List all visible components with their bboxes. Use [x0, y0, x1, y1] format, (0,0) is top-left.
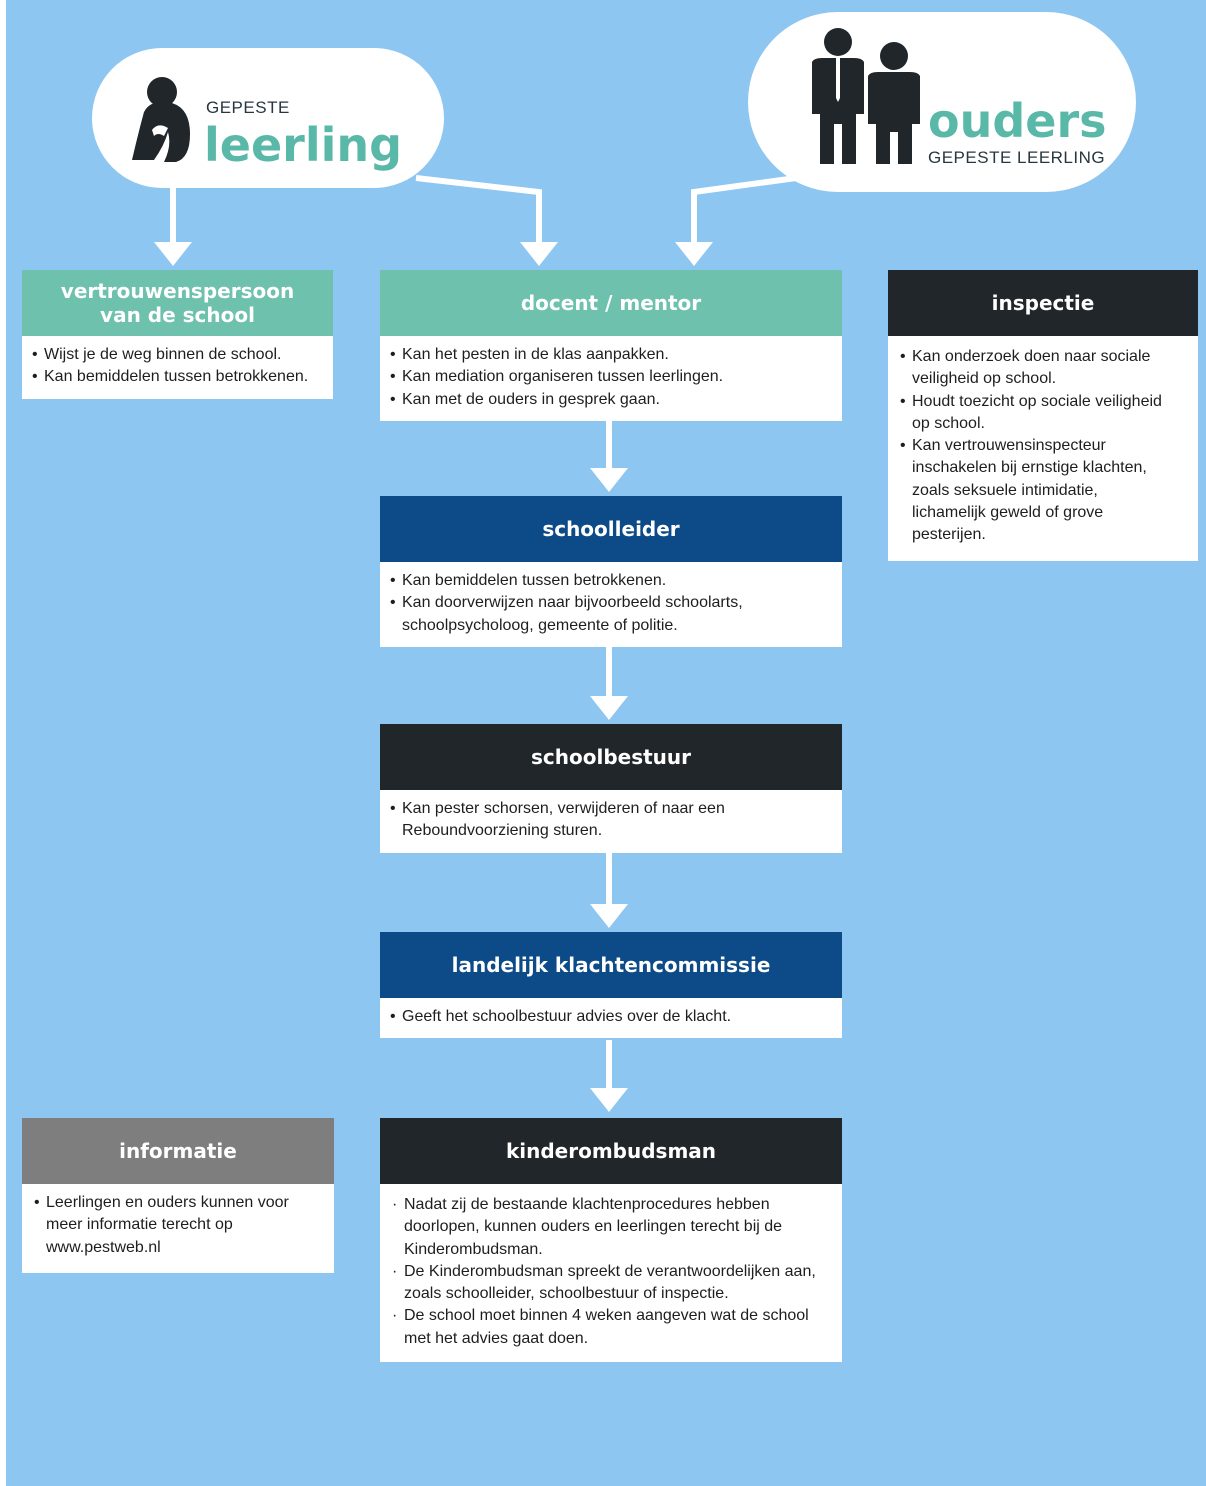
box-inspectie: inspectie Kan onderzoek doen naar social…: [888, 270, 1198, 561]
diagram-canvas: GEPESTE leerling ouders GEPESTE LEERLING…: [6, 0, 1206, 1486]
box-docent-title: docent / mentor: [380, 270, 842, 336]
list-item: De school moet binnen 4 weken aangeven w…: [392, 1305, 830, 1350]
list-item: Kan onderzoek doen naar sociale veilighe…: [900, 346, 1176, 391]
ouders-subtitle: GEPESTE LEERLING: [928, 148, 1106, 167]
leerling-title: leerling: [204, 118, 403, 172]
list-item: Kan mediation organiseren tussen leerlin…: [390, 366, 832, 389]
leerling-bubble: GEPESTE leerling: [92, 48, 444, 188]
ouders-title: ouders: [928, 94, 1107, 148]
list-item: Leerlingen en ouders kunnen voor meer in…: [34, 1192, 322, 1259]
parents-icon: [812, 28, 920, 164]
box-body: Kan onderzoek doen naar sociale veilighe…: [888, 336, 1198, 561]
list-item: Houdt toezicht op sociale veiligheid op …: [900, 391, 1176, 436]
box-schoolbestuur-title: schoolbestuur: [380, 724, 842, 790]
box-schoolleider: schoolleider Kan bemiddelen tussen betro…: [380, 496, 842, 647]
box-klachtencommissie-title: landelijk klachtencommissie: [380, 932, 842, 998]
box-body: Kan bemiddelen tussen betrokkenen. Kan d…: [380, 562, 842, 647]
box-informatie: informatie Leerlingen en ouders kunnen v…: [22, 1118, 334, 1273]
box-kinderombudsman: kinderombudsman Nadat zij de bestaande k…: [380, 1118, 842, 1363]
list-item: Kan pester schorsen, verwijderen of naar…: [390, 798, 832, 843]
box-informatie-title: informatie: [22, 1118, 334, 1184]
list-item: Kan vertrouwensinspecteur inschakelen bi…: [900, 435, 1176, 546]
box-klachtencommissie: landelijk klachtencommissie Geeft het sc…: [380, 932, 842, 1039]
list-item: Geeft het schoolbestuur advies over de k…: [390, 1006, 832, 1029]
connector-arrows: [154, 175, 797, 1112]
list-item: Wijst je de weg binnen de school.: [32, 344, 323, 367]
leerling-kicker: GEPESTE: [206, 98, 290, 117]
box-inspectie-title: inspectie: [888, 270, 1198, 336]
list-item: De Kinderombudsman spreekt de verantwoor…: [392, 1261, 830, 1306]
box-kinderombudsman-title: kinderombudsman: [380, 1118, 842, 1184]
box-body: Wijst je de weg binnen de school. Kan be…: [22, 336, 333, 399]
list-item: Kan doorverwijzen naar bijvoorbeeld scho…: [390, 592, 832, 637]
ouders-bubble: ouders GEPESTE LEERLING: [748, 12, 1136, 192]
title-line: vertrouwenspersoon: [60, 279, 295, 303]
box-body: Kan het pesten in de klas aanpakken. Kan…: [380, 336, 842, 421]
box-body: Leerlingen en ouders kunnen voor meer in…: [22, 1184, 334, 1273]
box-body: Nadat zij de bestaande klachtenprocedure…: [380, 1184, 842, 1363]
list-item: Kan bemiddelen tussen betrokkenen.: [390, 570, 832, 593]
list-item: Nadat zij de bestaande klachtenprocedure…: [392, 1194, 830, 1261]
box-schoolleider-title: schoolleider: [380, 496, 842, 562]
box-docent-mentor: docent / mentor Kan het pesten in de kla…: [380, 270, 842, 421]
sad-student-icon: [132, 77, 190, 162]
box-body: Kan pester schorsen, verwijderen of naar…: [380, 790, 842, 853]
list-item: Kan met de ouders in gesprek gaan.: [390, 389, 832, 412]
arrow-leerling-docent: [415, 175, 542, 244]
box-schoolbestuur: schoolbestuur Kan pester schorsen, verwi…: [380, 724, 842, 853]
title-line: van de school: [100, 303, 255, 327]
list-item: Kan bemiddelen tussen betrokkenen.: [32, 366, 323, 389]
box-vertrouwenspersoon: vertrouwenspersoon van de school Wijst j…: [22, 270, 333, 399]
arrow-ouders-docent: [691, 175, 797, 244]
box-body: Geeft het schoolbestuur advies over de k…: [380, 998, 842, 1039]
list-item: Kan het pesten in de klas aanpakken.: [390, 344, 832, 367]
box-vertrouwenspersoon-title: vertrouwenspersoon van de school: [22, 270, 333, 336]
